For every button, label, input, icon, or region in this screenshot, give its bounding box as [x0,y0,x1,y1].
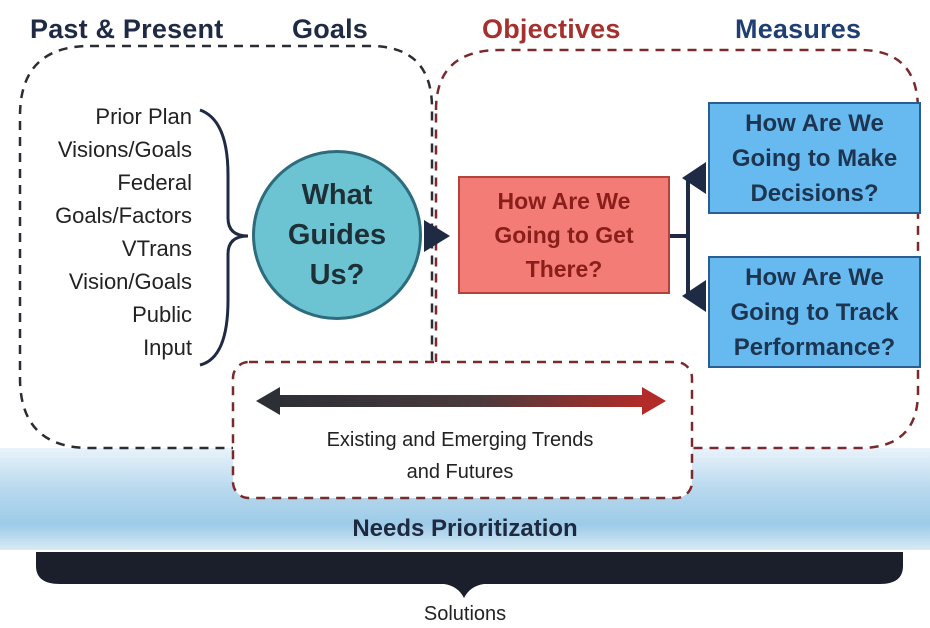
circle-line: Us? [309,259,365,291]
list-item: Prior Plan [95,104,192,129]
header-goals: Goals [292,14,369,44]
measure-line: Going to Track [730,298,899,326]
circle-line: Guides [287,219,387,251]
arrow-to-decisions [682,162,706,194]
arrow-to-objectives [424,220,450,252]
header-measures: Measures [735,14,862,44]
objective-line: There? [525,256,603,282]
list-item: Federal [117,170,192,195]
objectives-measures-dashed-region [434,48,920,450]
inputs-brace [199,108,249,367]
header-objectives: Objectives [482,14,621,44]
measure-line: How Are We [745,263,884,291]
trend-arrow-right-head [642,387,666,415]
list-item: Input [143,335,192,360]
list-item: VTrans [121,236,192,261]
trends-label: Existing and Emerging Trends and Futures [272,424,648,488]
objective-line: How Are We [497,188,631,214]
solutions-label: Solutions [423,603,507,625]
measure-line: Going to Make [731,144,898,172]
trends-line: and Futures [406,461,514,483]
list-item: Vision/Goals [68,269,192,294]
solutions-brace-bar [36,552,903,598]
list-item: Visions/Goals [57,137,192,162]
list-item: Goals/Factors [55,203,192,228]
inputs-list: Prior Plan Visions/Goals Federal Goals/F… [20,100,192,364]
measure-performance-box: How Are We Going to Track Performance? [708,256,921,368]
circle-line: What [301,179,373,211]
trend-arrow-shaft [276,395,646,407]
list-item: Public [132,302,192,327]
measure-line: Decisions? [750,179,879,207]
objective-box: How Are We Going to Get There? [458,176,670,294]
past-goals-dashed-region [18,44,434,450]
measure-decisions-box: How Are We Going to Make Decisions? [708,102,921,214]
trends-line: Existing and Emerging Trends [326,429,594,451]
trend-arrow-left-head [256,387,280,415]
arrow-to-performance [682,280,706,312]
objective-line: Going to Get [494,222,634,248]
measure-line: How Are We [745,109,884,137]
measure-line: Performance? [733,333,896,361]
what-guides-us-circle: What Guides Us? [252,150,422,320]
header-past-present: Past & Present [30,14,224,44]
needs-prioritization-label: Needs Prioritization [352,515,578,542]
